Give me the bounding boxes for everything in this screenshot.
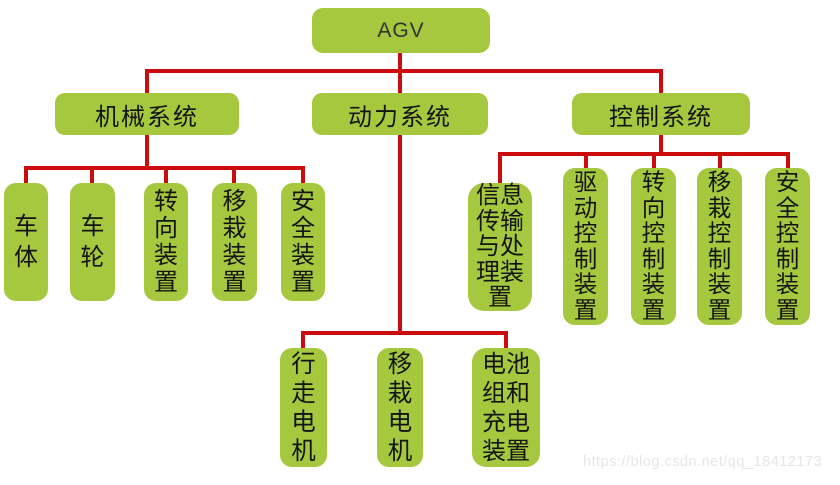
connector-line (498, 156, 502, 183)
connector-line (232, 170, 236, 183)
connector-line (398, 71, 402, 93)
connector-line (24, 170, 28, 183)
node-steering-control-device: 转向控制装置 (631, 168, 676, 325)
connector-line (301, 335, 305, 348)
connector-line (145, 71, 149, 93)
node-transfer-control-device: 移栽控制装置 (697, 168, 742, 325)
connector-line (90, 170, 94, 183)
node-travel-motor: 行走电机 (280, 348, 327, 467)
connector-line (301, 170, 305, 183)
node-control-system: 控制系统 (572, 93, 750, 135)
connector-line (164, 170, 168, 183)
connector-line (652, 156, 656, 168)
watermark-text: https://blog.csdn.net/qq_18412173 (583, 454, 823, 470)
connector-line (786, 156, 790, 168)
connector-line (145, 135, 149, 170)
node-power-system: 动力系统 (312, 93, 488, 135)
connector-line (145, 69, 663, 73)
connector-line (24, 166, 305, 170)
connector-line (718, 156, 722, 168)
node-transfer-device: 移栽装置 (212, 183, 257, 301)
node-mechanical-system: 机械系统 (55, 93, 239, 135)
node-wheels: 车轮 (70, 183, 115, 301)
connector-line (398, 135, 402, 335)
node-safety-device: 安全装置 (281, 183, 325, 301)
node-info-transmission-processing-device: 信息传输与处理装置 (468, 183, 532, 311)
node-transfer-motor: 移栽电机 (377, 348, 423, 467)
node-safety-control-device: 安全控制装置 (765, 168, 810, 325)
node-battery-charging-device: 电池组和充电装置 (472, 348, 540, 467)
node-drive-control-device: 驱动控制装置 (563, 168, 608, 325)
connector-line (584, 156, 588, 168)
node-vehicle-body: 车体 (4, 183, 48, 301)
connector-line (398, 53, 402, 71)
connector-line (659, 135, 663, 156)
node-agv: AGV (312, 8, 490, 53)
node-steering-device: 转向装置 (144, 183, 188, 301)
connector-line (301, 331, 508, 335)
connector-line (498, 152, 790, 156)
connector-line (659, 71, 663, 93)
connector-line (504, 335, 508, 348)
